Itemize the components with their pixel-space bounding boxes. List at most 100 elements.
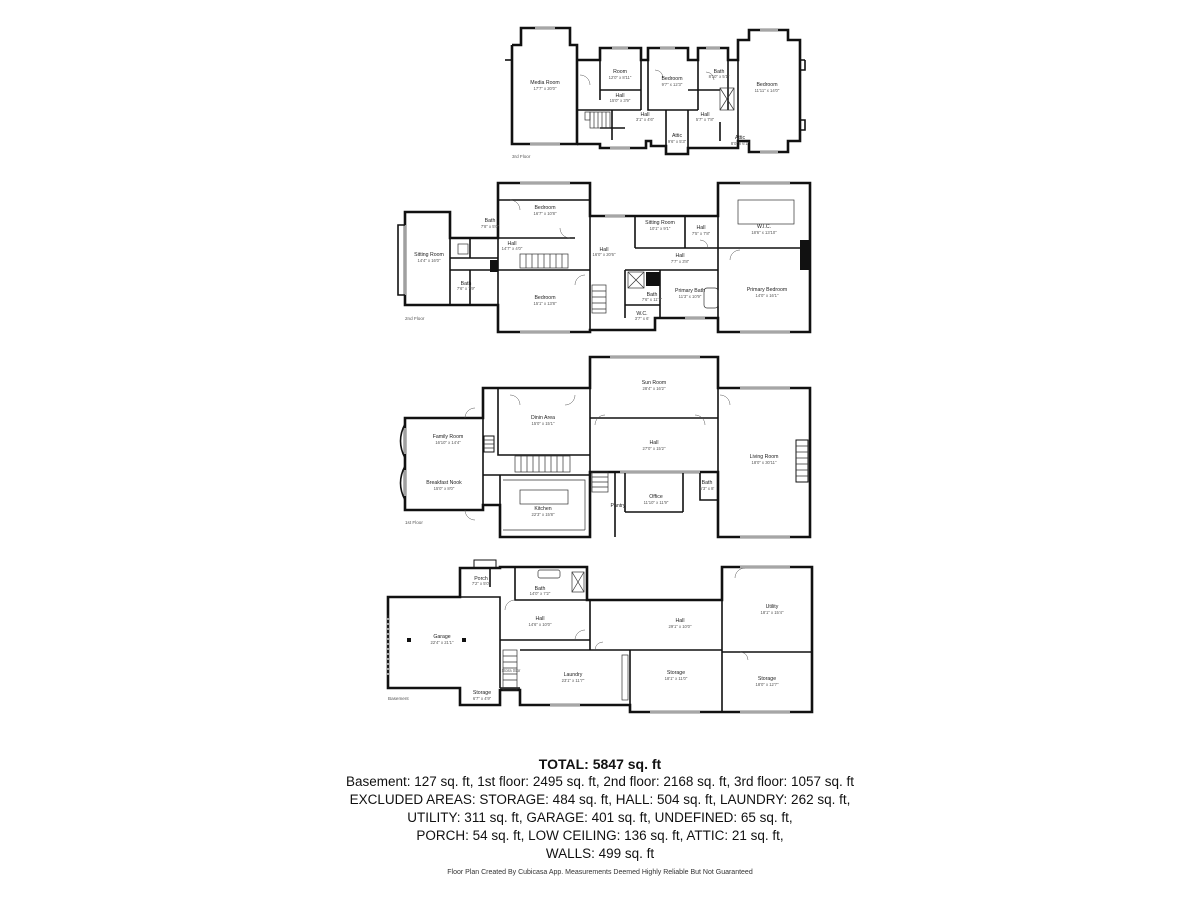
- room-dims-bedroom: 9'7" x 12'3": [662, 82, 683, 87]
- room-dims-garage: 22'4" x 21'1": [431, 640, 454, 645]
- room-name-porch: Porch: [474, 576, 488, 582]
- room-dims-primary-bedroom: 14'0" x 16'1": [756, 293, 779, 298]
- room-name-storage: Storage: [667, 670, 685, 676]
- bathtub: [703, 287, 719, 309]
- room-dims-storage: 6'7" x 4'9": [473, 696, 492, 701]
- disclaimer-footer: Floor Plan Created By Cubicasa App. Meas…: [447, 869, 753, 876]
- room-dims-hall: 14'7" x 4'0": [502, 246, 523, 251]
- kitchen-counters: [503, 479, 586, 531]
- room-dims-attic: 8'0" x 6'1": [731, 141, 750, 146]
- sink: [457, 243, 469, 255]
- room-name-hall: Hall: [701, 112, 710, 118]
- room-name-storage: Storage: [473, 690, 491, 696]
- room-dims-kitchen: 22'3" x 15'8": [532, 512, 555, 517]
- room-dims-storage: 18'1" x 11'0": [665, 676, 688, 681]
- room-name-living-room: Living Room: [750, 454, 779, 460]
- room-dims-bath: 5'3" x 8': [700, 486, 715, 491]
- room-dims-living-room: 18'0" x 30'11": [752, 460, 777, 465]
- room-name-sun-room: Sun Room: [642, 380, 667, 386]
- room-dims-hall: 5'7" x 7'8": [696, 117, 715, 122]
- second-floor-closet: [490, 260, 498, 272]
- room-name-pantry: Pantry: [611, 503, 626, 509]
- room-name-bath: Bath: [647, 292, 658, 298]
- room-dims-breakfast-nook: 15'0" x 8'0": [434, 486, 455, 491]
- third-floor-room-labels: Media Room 17'7" x 20'0" Room 12'0" x 8'…: [512, 69, 780, 159]
- third-floor-bay-right: [799, 59, 806, 131]
- room-name-bath: Bath: [702, 480, 713, 486]
- room-dims-hall: 16'0" x 20'6": [593, 252, 616, 257]
- room-dims-hall: 7'7" x 3'8": [671, 259, 690, 264]
- room-name-hall: Hall: [600, 247, 609, 253]
- floor-label-3rd: 3rd Floor: [512, 154, 531, 159]
- area-summary: TOTAL: 5847 sq. ft Basement: 127 sq. ft,…: [0, 755, 1200, 863]
- room-name-hall: Hall: [536, 616, 545, 622]
- room-name-hall: Hall: [616, 93, 625, 99]
- room-name-attic: Attic: [735, 135, 745, 141]
- room-dims-media-room: 17'7" x 20'0": [534, 86, 557, 91]
- living-room-fireplace: [795, 439, 809, 483]
- room-dims-porch: 7'2" x 5'0": [472, 581, 491, 586]
- area-summary-line: EXCLUDED AREAS: STORAGE: 484 sq. ft, HAL…: [349, 792, 851, 807]
- room-name-laundry: Laundry: [564, 672, 583, 678]
- room-dims-room: 12'0" x 8'11": [609, 75, 632, 80]
- room-name-hall: Hall: [676, 253, 685, 259]
- room-dims-wc: 3'7" x 6': [635, 316, 650, 321]
- porch-steps: [473, 559, 497, 569]
- room-dims-bath: 7'6" x 11'7": [642, 297, 663, 302]
- room-name-attic: Attic: [672, 133, 682, 139]
- room-name-office: Office: [649, 494, 663, 500]
- room-name-hall: Hall: [676, 618, 685, 624]
- room-dims-sitting-room: 10'1" x 9'1": [650, 226, 671, 231]
- room-name-bath: Bath: [485, 218, 496, 224]
- area-summary-line: Basement: 127 sq. ft, 1st floor: 2495 sq…: [345, 774, 855, 789]
- room-dims-bedroom: 16'7" x 10'8": [534, 211, 557, 216]
- area-summary-line: WALLS: 499 sq. ft: [545, 846, 655, 861]
- room-name-dinin-area: Dinin Area: [531, 415, 555, 421]
- room-name-garage: Garage: [433, 634, 450, 640]
- room-name-hall: Hall: [697, 225, 706, 231]
- third-floor-exterior-wall-center: [577, 28, 802, 156]
- room-name-bedroom: Bedroom: [661, 76, 682, 82]
- basement-stairs: [502, 649, 518, 691]
- room-dims-hall: 3'1" x 4'6": [636, 117, 655, 122]
- third-floor-interior-walls: [577, 60, 739, 148]
- room-dims-hall: 14'6" x 10'0": [529, 622, 552, 627]
- room-name-hall: Hall: [650, 440, 659, 446]
- first-floor-interior-walls: [482, 388, 719, 537]
- garage-post: [462, 638, 466, 642]
- room-dims-family-room: 16'10" x 14'4": [435, 440, 461, 445]
- room-dims-sun-room: 28'4" x 16'2": [643, 386, 666, 391]
- room-dims-attic: 9'6" x 5'3": [668, 139, 687, 144]
- room-name-sitting-room: Sitting Room: [414, 252, 444, 258]
- total-area-title: TOTAL: 5847 sq. ft: [538, 756, 662, 772]
- room-dims-sitting-room: 14'4" x 16'0": [418, 258, 441, 263]
- room-dims-utility: 18'1" x 15'4": [761, 610, 784, 615]
- area-summary-line: PORCH: 54 sq. ft, LOW CEILING: 136 sq. f…: [416, 828, 784, 843]
- room-name-sitting-room: Sitting Room: [645, 220, 675, 226]
- room-name-storage: Storage: [758, 676, 776, 682]
- floor-plan-1st-floor: Family Room 16'10" x 14'4" Breakfast Noo…: [399, 355, 812, 539]
- room-name-utility: Utility: [766, 604, 779, 610]
- room-name-bedroom: Bedroom: [756, 82, 777, 88]
- room-dims-storage: 18'0" x 12'7": [756, 682, 779, 687]
- room-dims-dinin-area: 15'0" x 15'1": [532, 421, 555, 426]
- room-dims-bath: 8'10" x 5'1": [709, 74, 730, 79]
- second-floor-bay: [397, 224, 405, 296]
- walk-in-closet-island: [737, 199, 795, 225]
- room-dims-primary-bath: 11'3" x 10'9": [679, 294, 702, 299]
- room-name-wc: W.C.: [636, 311, 647, 317]
- second-floor-chimney: [646, 272, 660, 286]
- room-dims-hall: 27'0" x 15'2": [643, 446, 666, 451]
- first-floor-room-labels: Family Room 16'10" x 14'4" Breakfast Noo…: [405, 380, 778, 525]
- floor-plan-2nd-floor: Sitting Room 14'4" x 16'0" Bath 7'8" x 5…: [397, 181, 812, 334]
- room-name-wic: W.I.C.: [757, 224, 771, 230]
- room-dims-office: 11'10" x 11'9": [644, 500, 669, 505]
- room-dims-bath: 14'0" x 7'2": [530, 591, 551, 596]
- room-dims-bedroom: 11'11" x 14'0": [755, 88, 780, 93]
- basement-room-labels: Porch 7'2" x 5'0" Bath 14'0" x 7'2" Gara…: [388, 576, 784, 701]
- first-floor-stairs: [514, 455, 609, 493]
- room-dims-hall: 29'1" x 10'0": [669, 624, 692, 629]
- room-name-bedroom: Bedroom: [534, 205, 555, 211]
- room-name-hall: Hall: [508, 241, 517, 247]
- room-name-family-room: Family Room: [433, 434, 464, 440]
